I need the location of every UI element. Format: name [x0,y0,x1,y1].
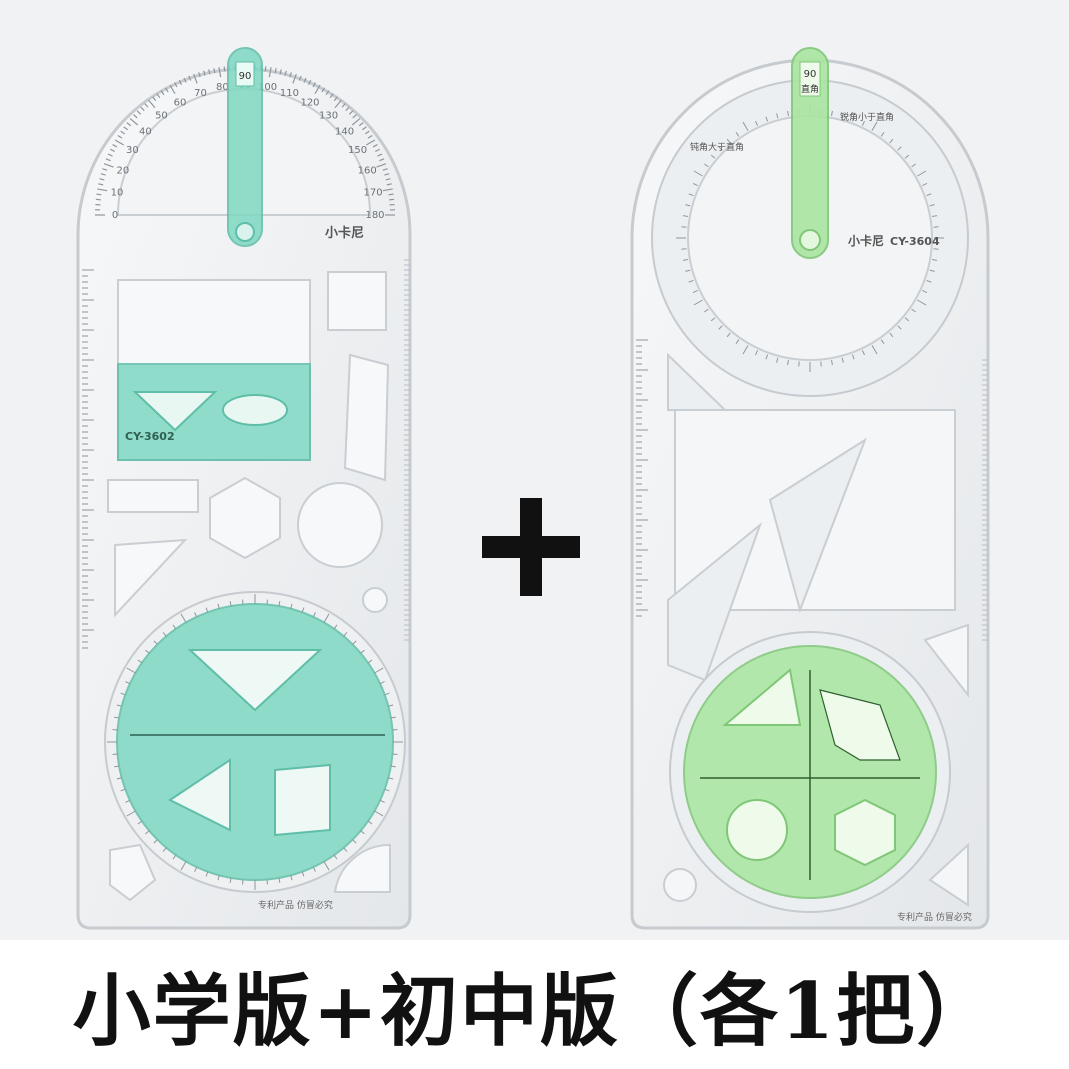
protractor-label: 40 [139,126,152,137]
protractor-label: 140 [335,126,354,137]
protractor-label: 170 [363,187,382,198]
left-top-mark: 90 [239,71,252,82]
protractor-label: 80 [216,82,229,93]
left-rotating-disc[interactable] [116,603,394,881]
protractor-label: 0 [112,210,118,221]
plus-sign [482,498,580,596]
protractor-label: 20 [116,166,129,177]
protractor-label: 180 [365,210,384,221]
protractor-label: 30 [126,145,139,156]
right-footer: 专利产品 仿冒必究 [897,911,972,923]
protractor-label: 60 [174,97,187,108]
left-side-scale [82,269,94,649]
right-angle-label: 直角 [801,83,819,95]
protractor-label: 130 [319,110,338,121]
caption-text: 小学版+初中版（各1把） [72,965,997,1057]
right-model: CY-3604 [890,235,940,248]
protractor-label: 100 [258,82,277,93]
caption-banner: 小学版+初中版（各1把） [0,940,1069,1069]
left-footer: 专利产品 仿冒必究 [258,899,333,911]
left-protractor-labels: 0102030405060708090100110120130140150160… [111,80,385,221]
right-obtuse-text: 钝角大于直角 [690,141,744,153]
protractor-label: 150 [348,145,367,156]
right-brand: 小卡尼 [848,233,884,248]
right-top-mark: 90 [804,69,817,80]
left-rotating-arm[interactable] [227,47,263,247]
left-brand: 小卡尼 [325,225,364,241]
protractor-label: 160 [358,166,377,177]
protractor-label: 120 [300,97,319,108]
protractor-label: 10 [111,187,124,198]
protractor-label: 50 [155,110,168,121]
protractor-label: 110 [280,88,299,99]
protractor-label: 70 [194,88,207,99]
left-model: CY-3602 [125,430,175,443]
right-acute-text: 锐角小于直角 [840,111,894,123]
left-protractor-ticks [95,65,395,216]
right-rotating-arm[interactable] [791,47,829,259]
right-ruler: 90 直角 锐角小于直角 钝角大于直角 小卡尼 CY-3604 专利产品 仿冒必… [630,47,990,930]
